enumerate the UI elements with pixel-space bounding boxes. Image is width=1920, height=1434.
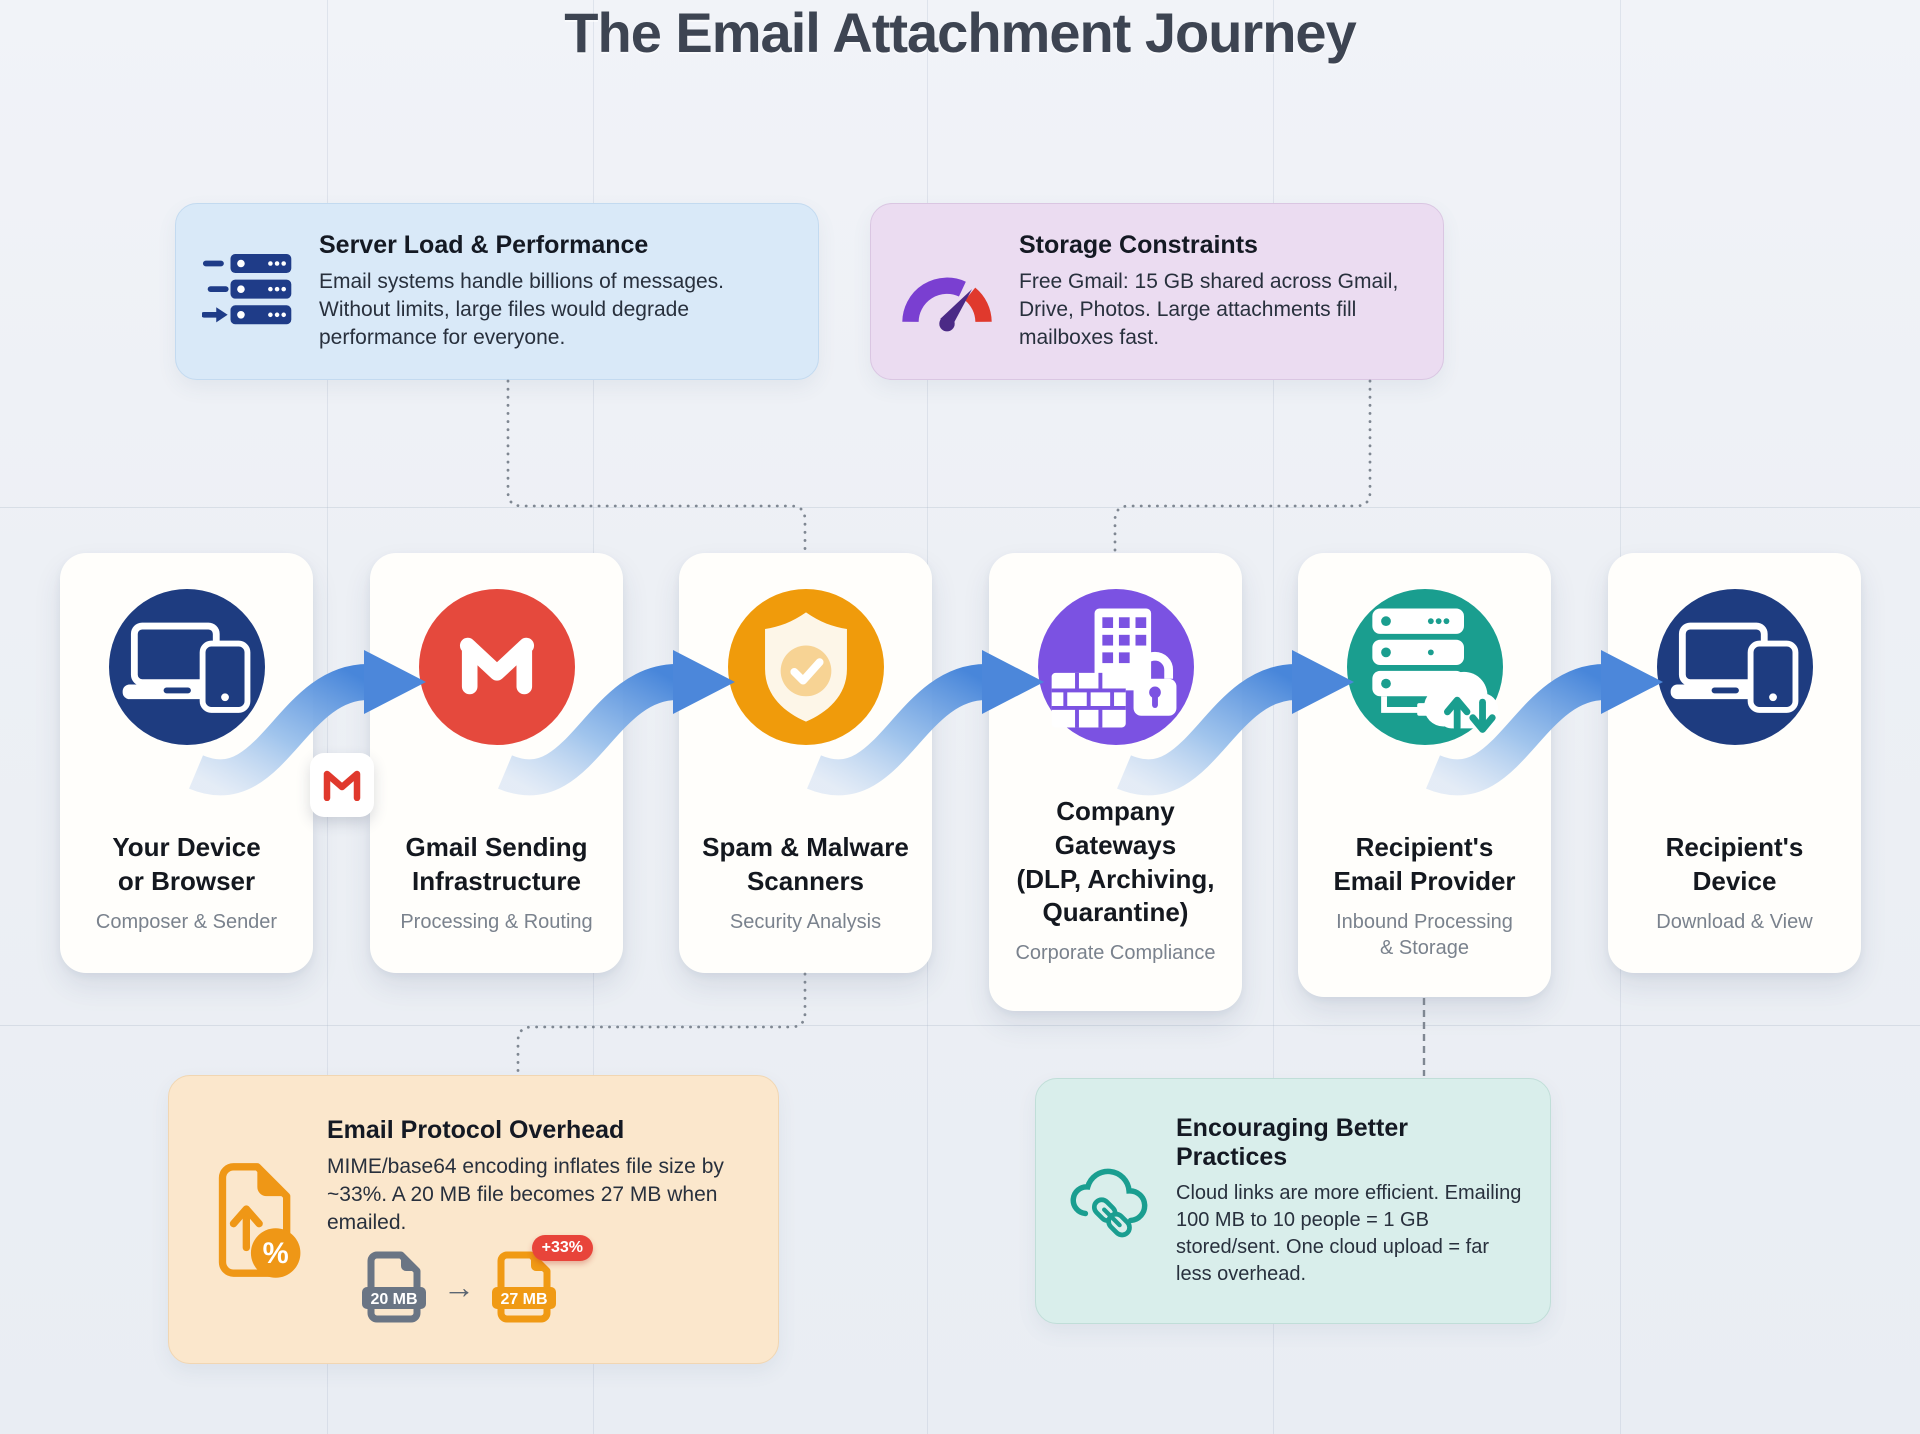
step-title: Recipient's Device [1665,832,1804,896]
server-cloud-icon [1346,589,1503,745]
callout-server-load: Server Load & Performance Email systems … [175,203,819,380]
transform-arrow-icon: → [443,1268,475,1305]
gauge-icon [897,246,997,338]
shield-check-icon [727,589,884,745]
file-27mb-icon: 27 MB +33% [491,1235,593,1323]
callout-storage-constraints: Storage Constraints Free Gmail: 15 GB sh… [870,203,1444,380]
step-subtitle: Download & View [1656,910,1813,933]
step-title: Your Device or Browser [112,832,261,896]
callout-title: Storage Constraints [1019,230,1258,259]
server-stack-speed-icon [202,250,297,334]
step-card-recipient-provider: Recipient's Email Provider Inbound Proce… [1298,553,1551,997]
step-subtitle: Processing & Routing [400,910,593,933]
step-card-company-gateways: Company Gateways (DLP, Archiving, Quaran… [989,553,1242,1011]
percent-increase-badge: +33% [531,1235,593,1262]
devices-icon [108,589,265,745]
callout-title: Encouraging Better Practices [1176,1114,1408,1172]
step-card-your-device: Your Device or Browser Composer & Sender [60,553,313,973]
callout-protocol-overhead: % Email Protocol Overhead MIME/base64 en… [168,1075,779,1364]
file-size-label: 27 MB [500,1291,547,1308]
callout-title: Email Protocol Overhead [327,1115,625,1144]
grid-line [0,1025,1920,1026]
callout-body: Free Gmail: 15 GB shared across Gmail, D… [1019,269,1399,350]
step-subtitle: Composer & Sender [95,910,278,933]
percent-glyph: % [263,1237,289,1270]
step-card-gmail-sending: Gmail Sending Infrastructure Processing … [370,553,623,973]
file-size-label: 20 MB [370,1291,417,1308]
step-card-spam-scanners: Spam & Malware Scanners Security Analysi… [679,553,932,973]
step-subtitle: Inbound Processing & Storage [1336,910,1513,959]
step-subtitle: Security Analysis [729,910,882,933]
page-title: The Email Attachment Journey [564,1,1356,64]
gmail-envelope-icon [310,753,374,817]
callout-body: Cloud links are more efficient. Emailing… [1176,1182,1522,1285]
file-size-increase-icon: % [195,1155,305,1285]
step-title: Spam & Malware Scanners [702,832,909,896]
step-title: Gmail Sending Infrastructure [405,832,588,896]
step-title: Company Gateways (DLP, Archiving, Quaran… [1016,796,1215,928]
step-subtitle: Corporate Compliance [1015,942,1216,965]
callout-body: Email systems handle billions of message… [319,269,725,350]
gmail-icon [418,589,575,745]
file-20mb-icon: 20 MB [361,1251,427,1323]
firewall-lock-icon [1037,589,1194,745]
callout-better-practices: Encouraging Better Practices Cloud links… [1035,1078,1551,1324]
file-size-comparison: 20 MB → 27 MB +33% [361,1235,752,1323]
callout-body: MIME/base64 encoding inflates file size … [327,1154,724,1235]
step-card-recipient-device: Recipient's Device Download & View [1608,553,1861,973]
step-title: Recipient's Email Provider [1333,832,1516,896]
grid-line [0,507,1920,508]
devices-icon [1656,589,1813,745]
cloud-link-icon [1062,1153,1154,1249]
callout-title: Server Load & Performance [319,230,649,259]
